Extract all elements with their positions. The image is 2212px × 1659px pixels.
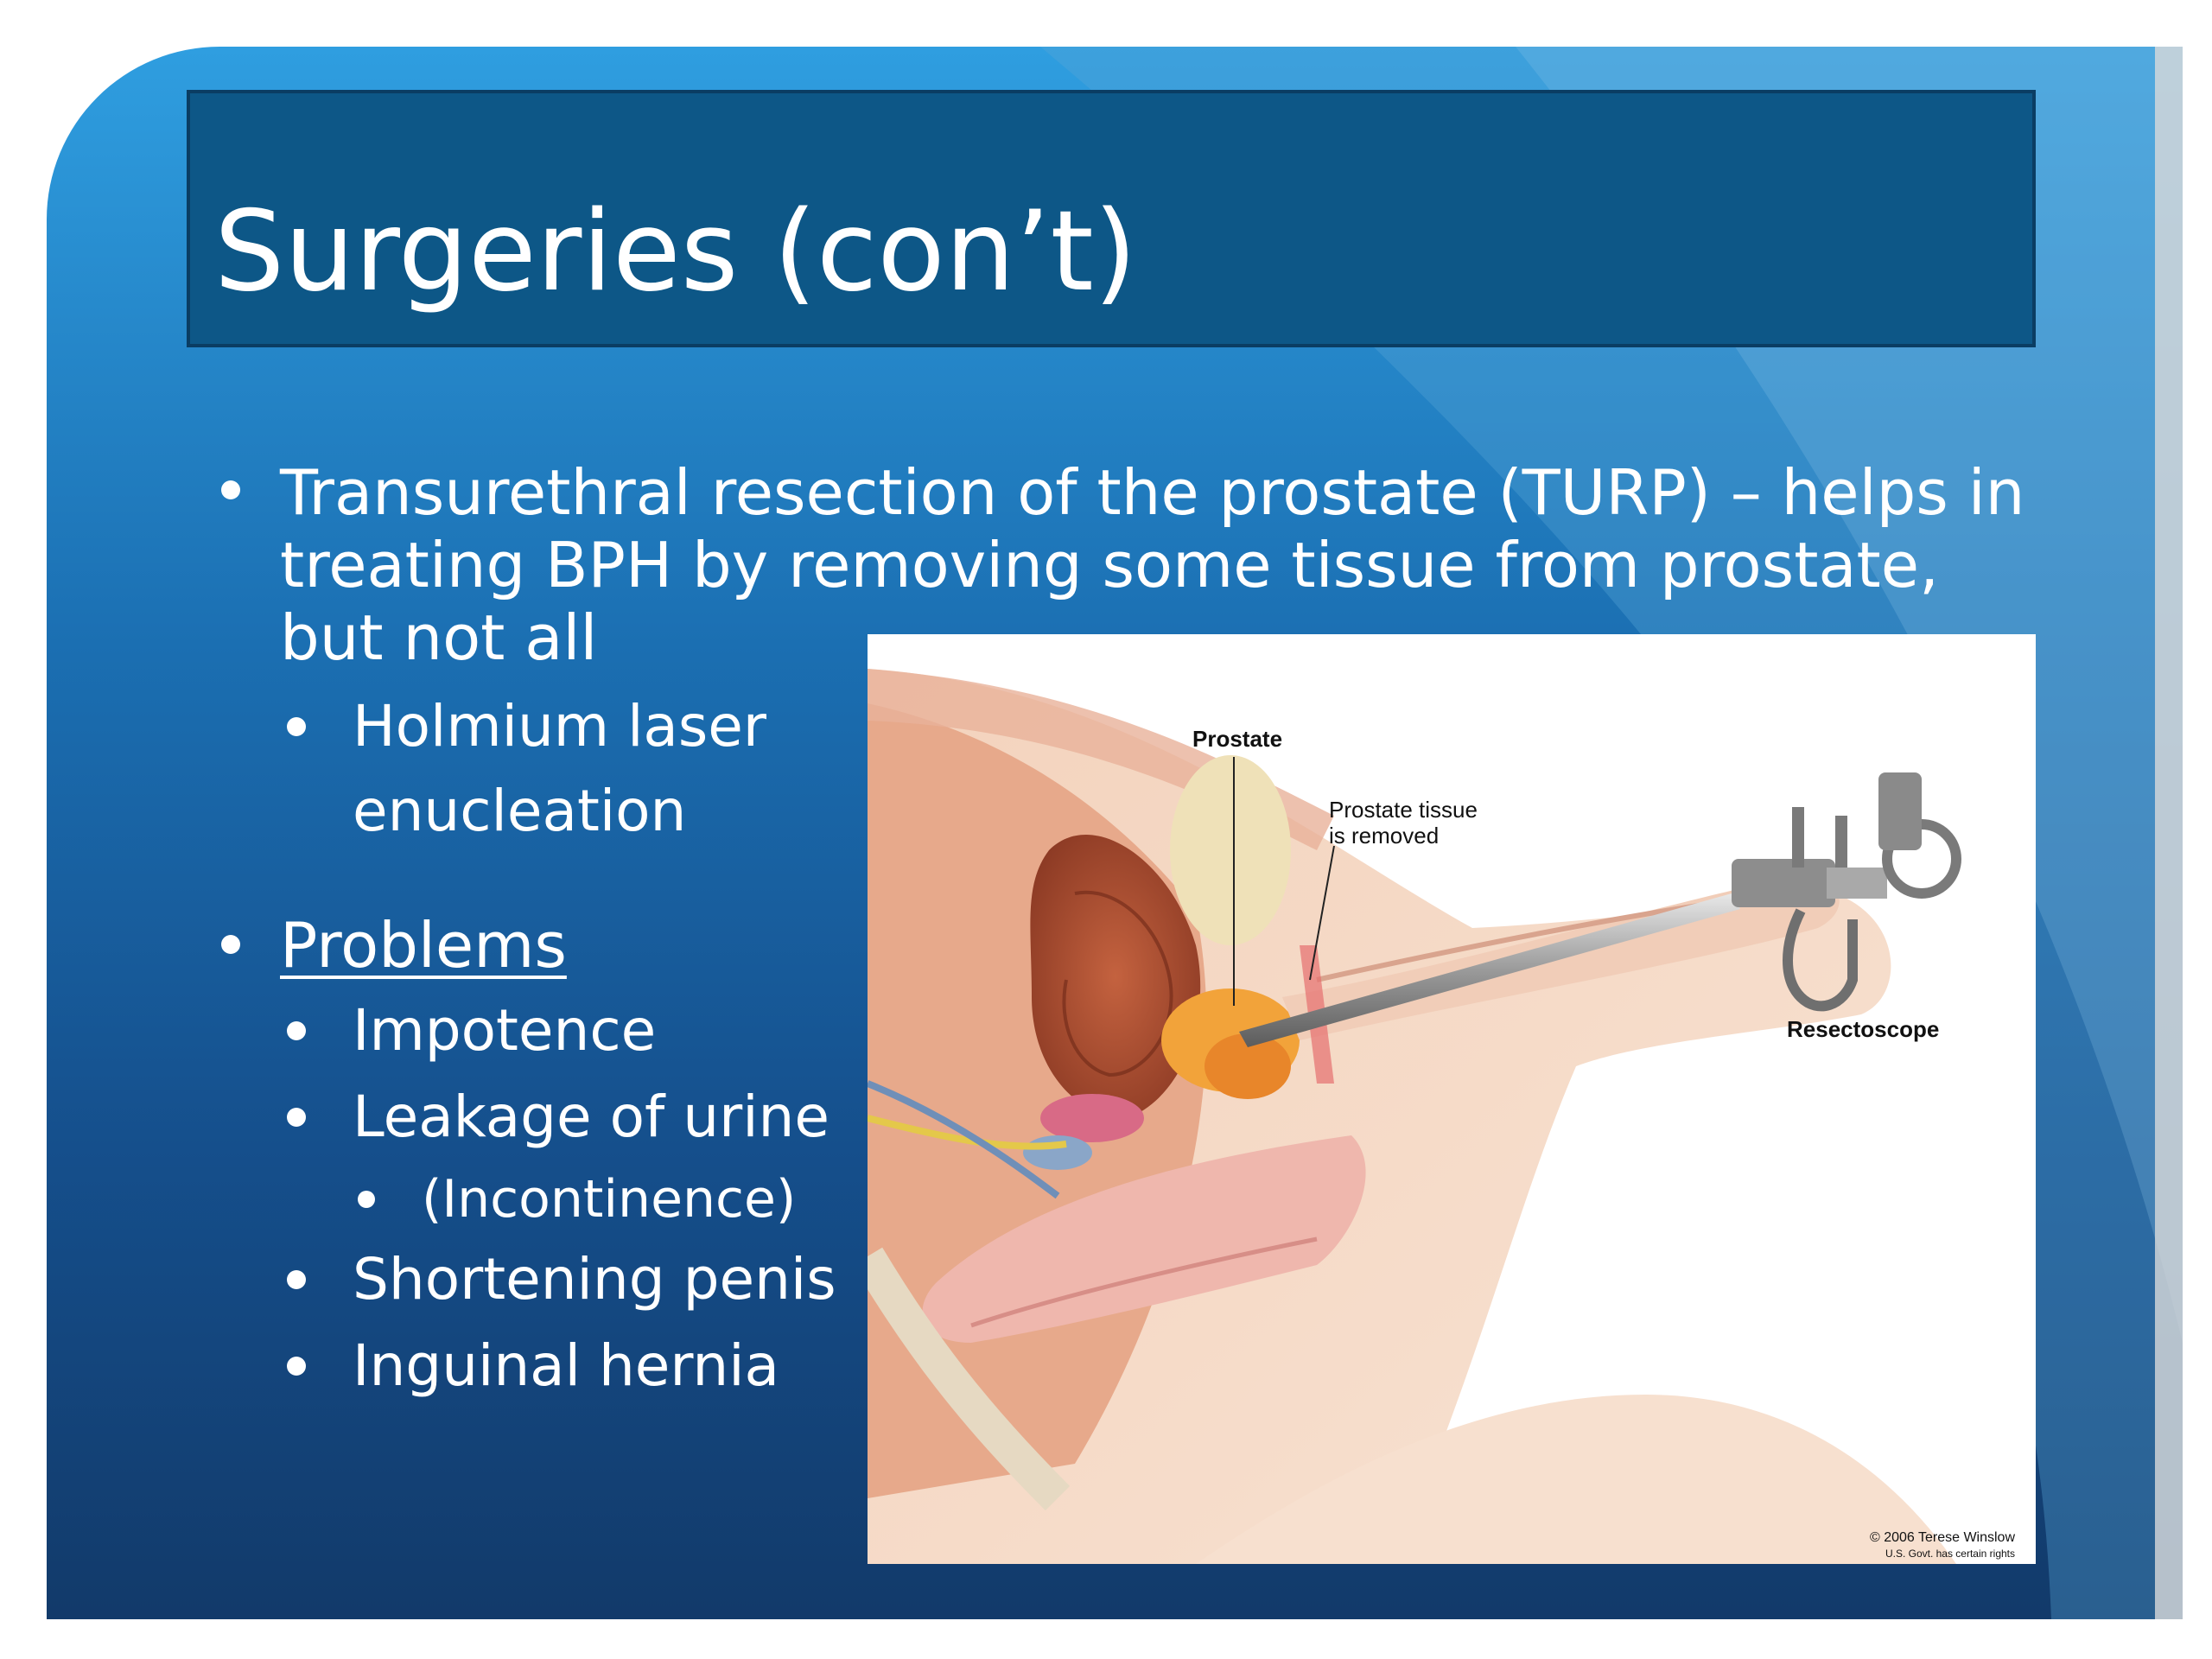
bullet-problems-label: Problems	[280, 909, 567, 982]
title-bar: Surgeries (con’t)	[187, 90, 2036, 347]
bullet-impotence	[287, 1021, 306, 1040]
bullet-turp-line2: treating BPH by removing some tissue fro…	[280, 529, 1939, 601]
bullet-turp	[221, 480, 240, 499]
label-resectoscope: Resectoscope	[1787, 1016, 1939, 1042]
bullet-turp-line1: Transurethral resection of the prostate …	[280, 456, 2025, 529]
label-tissue-removed-line2: is removed	[1329, 823, 1439, 849]
label-prostate: Prostate	[1192, 726, 1282, 752]
bullet-leakage	[287, 1108, 306, 1127]
bullet-hernia-label: Inguinal hernia	[353, 1332, 779, 1399]
bullet-impotence-label: Impotence	[353, 997, 657, 1064]
bullet-incontinence	[358, 1191, 375, 1208]
bullet-incontinence-label: (Incontinence)	[422, 1169, 797, 1230]
bullet-turp-line3: but not all	[280, 601, 598, 674]
figure-credit-line2: U.S. Govt. has certain rights	[1885, 1548, 2015, 1560]
bullet-hernia	[287, 1357, 306, 1376]
turp-illustration-graphic: Prostate Prostate tissue is removed Rese…	[868, 669, 2015, 1564]
bullet-leakage-label: Leakage of urine	[353, 1084, 830, 1150]
bullet-shortening-label: Shortening penis	[353, 1246, 836, 1313]
label-tissue-removed-line1: Prostate tissue	[1329, 797, 1478, 823]
slide-decorative-shape	[1040, 47, 2183, 1619]
bullet-holmium-line1: Holmium laser	[353, 693, 766, 760]
bullet-holmium-line2: enucleation	[353, 778, 687, 844]
slide-title: Surgeries (con’t)	[214, 188, 1137, 316]
bullet-shortening	[287, 1270, 306, 1289]
bullet-holmium	[287, 717, 306, 736]
turp-illustration: Prostate Prostate tissue is removed Rese…	[868, 634, 2036, 1564]
bullet-problems	[221, 935, 240, 954]
figure-credit-line1: © 2006 Terese Winslow	[1870, 1530, 2015, 1545]
